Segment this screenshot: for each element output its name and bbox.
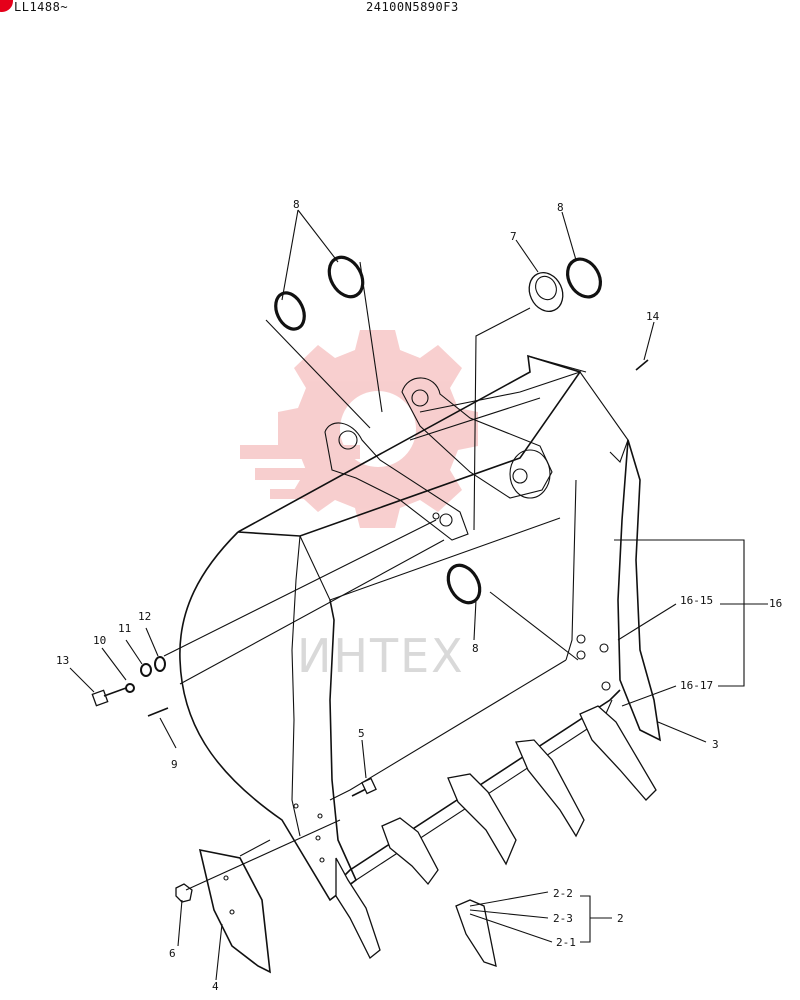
callout-2-2: 2-2 [553,887,573,900]
callout-9: 9 [171,758,178,771]
bolt-5 [351,777,377,797]
bolt-washer-set [91,656,166,707]
bucket-teeth [335,705,657,967]
watermark-text: ИНТЕХ [297,629,465,683]
header-code-center: 24100N5890F3 [366,0,459,14]
callout-7: 7 [510,230,517,243]
callout-4: 4 [212,980,219,993]
o-ring-8c [566,257,602,299]
callout-16-15: 16-15 [680,594,713,607]
bushing-7 [528,272,564,312]
callout-16-17: 16-17 [680,679,713,692]
callout-12: 12 [138,610,151,623]
callout-11: 11 [118,622,131,635]
callout-16: 16 [769,597,782,610]
header-code-left: LL1488~ [14,0,69,14]
callout-8-right: 8 [557,201,564,214]
side-cutter-4 [198,848,271,974]
pin-9 [147,707,169,717]
o-ring-8a [274,291,306,331]
callout-6: 6 [169,947,176,960]
callout-5: 5 [358,727,365,740]
callout-2: 2 [617,912,624,925]
callout-8-lower: 8 [472,642,479,655]
callout-8-left: 8 [293,198,300,211]
nut-6 [175,883,193,903]
callout-3: 3 [712,738,719,751]
o-ring-8d [446,563,482,605]
callout-10: 10 [93,634,106,647]
callout-labels: 8 8 8 7 14 12 11 10 13 9 5 16-15 16 16-1… [56,198,782,993]
leader-lines [69,209,768,981]
callout-2-3: 2-3 [553,912,573,925]
pin-14 [635,359,649,371]
callout-2-1: 2-1 [556,936,576,949]
mounting-brackets [324,371,581,541]
callout-14: 14 [646,310,660,323]
callout-13: 13 [56,654,69,667]
